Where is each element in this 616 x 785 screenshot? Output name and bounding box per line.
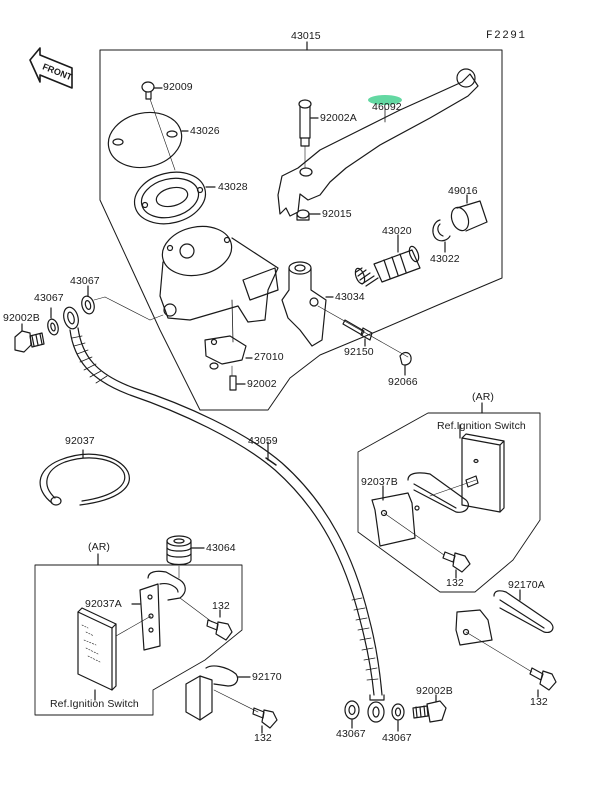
banjo-fitting-bottom bbox=[345, 695, 446, 731]
screw-92002 bbox=[230, 366, 245, 390]
clamp-43034 bbox=[282, 262, 333, 346]
clamp-92170 bbox=[186, 666, 277, 733]
dust-boot-49016 bbox=[448, 195, 487, 233]
label-92066[interactable]: 92066 bbox=[388, 376, 418, 388]
label-43064[interactable]: 43064 bbox=[206, 542, 236, 554]
label-43067-upper[interactable]: 43067 bbox=[70, 275, 100, 287]
label-92002B-left[interactable]: 92002B bbox=[3, 312, 40, 324]
cap-92066 bbox=[400, 353, 411, 375]
nut-92015 bbox=[297, 210, 320, 220]
note-ref-ignition-right: Ref.Ignition Switch bbox=[437, 420, 526, 432]
label-92002[interactable]: 92002 bbox=[247, 378, 277, 390]
label-92037A[interactable]: 92037A bbox=[85, 598, 122, 610]
label-43022[interactable]: 43022 bbox=[430, 253, 460, 265]
figure-code: F2291 bbox=[486, 30, 527, 42]
highlight-marker bbox=[368, 95, 402, 105]
screw-92009 bbox=[142, 82, 175, 170]
label-92009[interactable]: 92009 bbox=[163, 81, 193, 93]
screw-92150 bbox=[318, 306, 408, 357]
label-92002A[interactable]: 92002A bbox=[320, 112, 357, 124]
label-92015[interactable]: 92015 bbox=[322, 208, 352, 220]
ar-kit-right bbox=[358, 403, 540, 592]
grommet-43064 bbox=[167, 536, 204, 578]
label-49016[interactable]: 49016 bbox=[448, 185, 478, 197]
label-43034[interactable]: 43034 bbox=[335, 291, 365, 303]
label-43020[interactable]: 43020 bbox=[382, 225, 412, 237]
label-43067-lower[interactable]: 43067 bbox=[34, 292, 64, 304]
label-46092[interactable]: 46092 bbox=[372, 101, 402, 113]
front-arrow-text: FRONT bbox=[41, 61, 74, 82]
label-43028[interactable]: 43028 bbox=[218, 181, 248, 193]
note-ref-ignition-left: Ref.Ignition Switch bbox=[50, 698, 139, 710]
clamp-ring-92037 bbox=[40, 450, 129, 505]
label-92170[interactable]: 92170 bbox=[252, 671, 282, 683]
assembly-frame-43015 bbox=[100, 42, 502, 410]
circlip-43022 bbox=[433, 220, 450, 252]
label-43067-bottom-right[interactable]: 43067 bbox=[382, 732, 412, 744]
brake-switch-27010 bbox=[205, 336, 252, 369]
note-ar-left: (AR) bbox=[88, 541, 110, 553]
master-cylinder-body bbox=[158, 220, 278, 342]
label-27010[interactable]: 27010 bbox=[254, 351, 284, 363]
label-43059[interactable]: 43059 bbox=[248, 435, 278, 447]
clamp-92170A bbox=[456, 590, 556, 697]
label-132-left-kit[interactable]: 132 bbox=[212, 600, 230, 612]
reservoir-cap-43026 bbox=[103, 106, 188, 174]
ar-kit-left bbox=[35, 554, 242, 715]
diaphragm-43028 bbox=[129, 165, 215, 231]
label-43067-bottom-left[interactable]: 43067 bbox=[336, 728, 366, 740]
label-132-right-kit[interactable]: 132 bbox=[446, 577, 464, 589]
label-92150[interactable]: 92150 bbox=[344, 346, 374, 358]
piston-kit-43020 bbox=[354, 235, 421, 286]
brake-lever-46092 bbox=[278, 69, 478, 216]
label-92037B[interactable]: 92037B bbox=[361, 476, 398, 488]
label-92170A[interactable]: 92170A bbox=[508, 579, 545, 591]
label-43026[interactable]: 43026 bbox=[190, 125, 220, 137]
label-92037[interactable]: 92037 bbox=[65, 435, 95, 447]
brake-hose-43059 bbox=[70, 328, 382, 695]
pivot-bolt-92002A bbox=[299, 100, 318, 168]
note-ar-right: (AR) bbox=[472, 391, 494, 403]
front-arrow-icon: FRONT bbox=[30, 48, 74, 88]
label-assembly-43015[interactable]: 43015 bbox=[291, 30, 321, 42]
label-92002B-bottom[interactable]: 92002B bbox=[416, 685, 453, 697]
label-132-92170A[interactable]: 132 bbox=[530, 696, 548, 708]
label-132-92170[interactable]: 132 bbox=[254, 732, 272, 744]
banjo-fitting-left bbox=[15, 286, 163, 352]
